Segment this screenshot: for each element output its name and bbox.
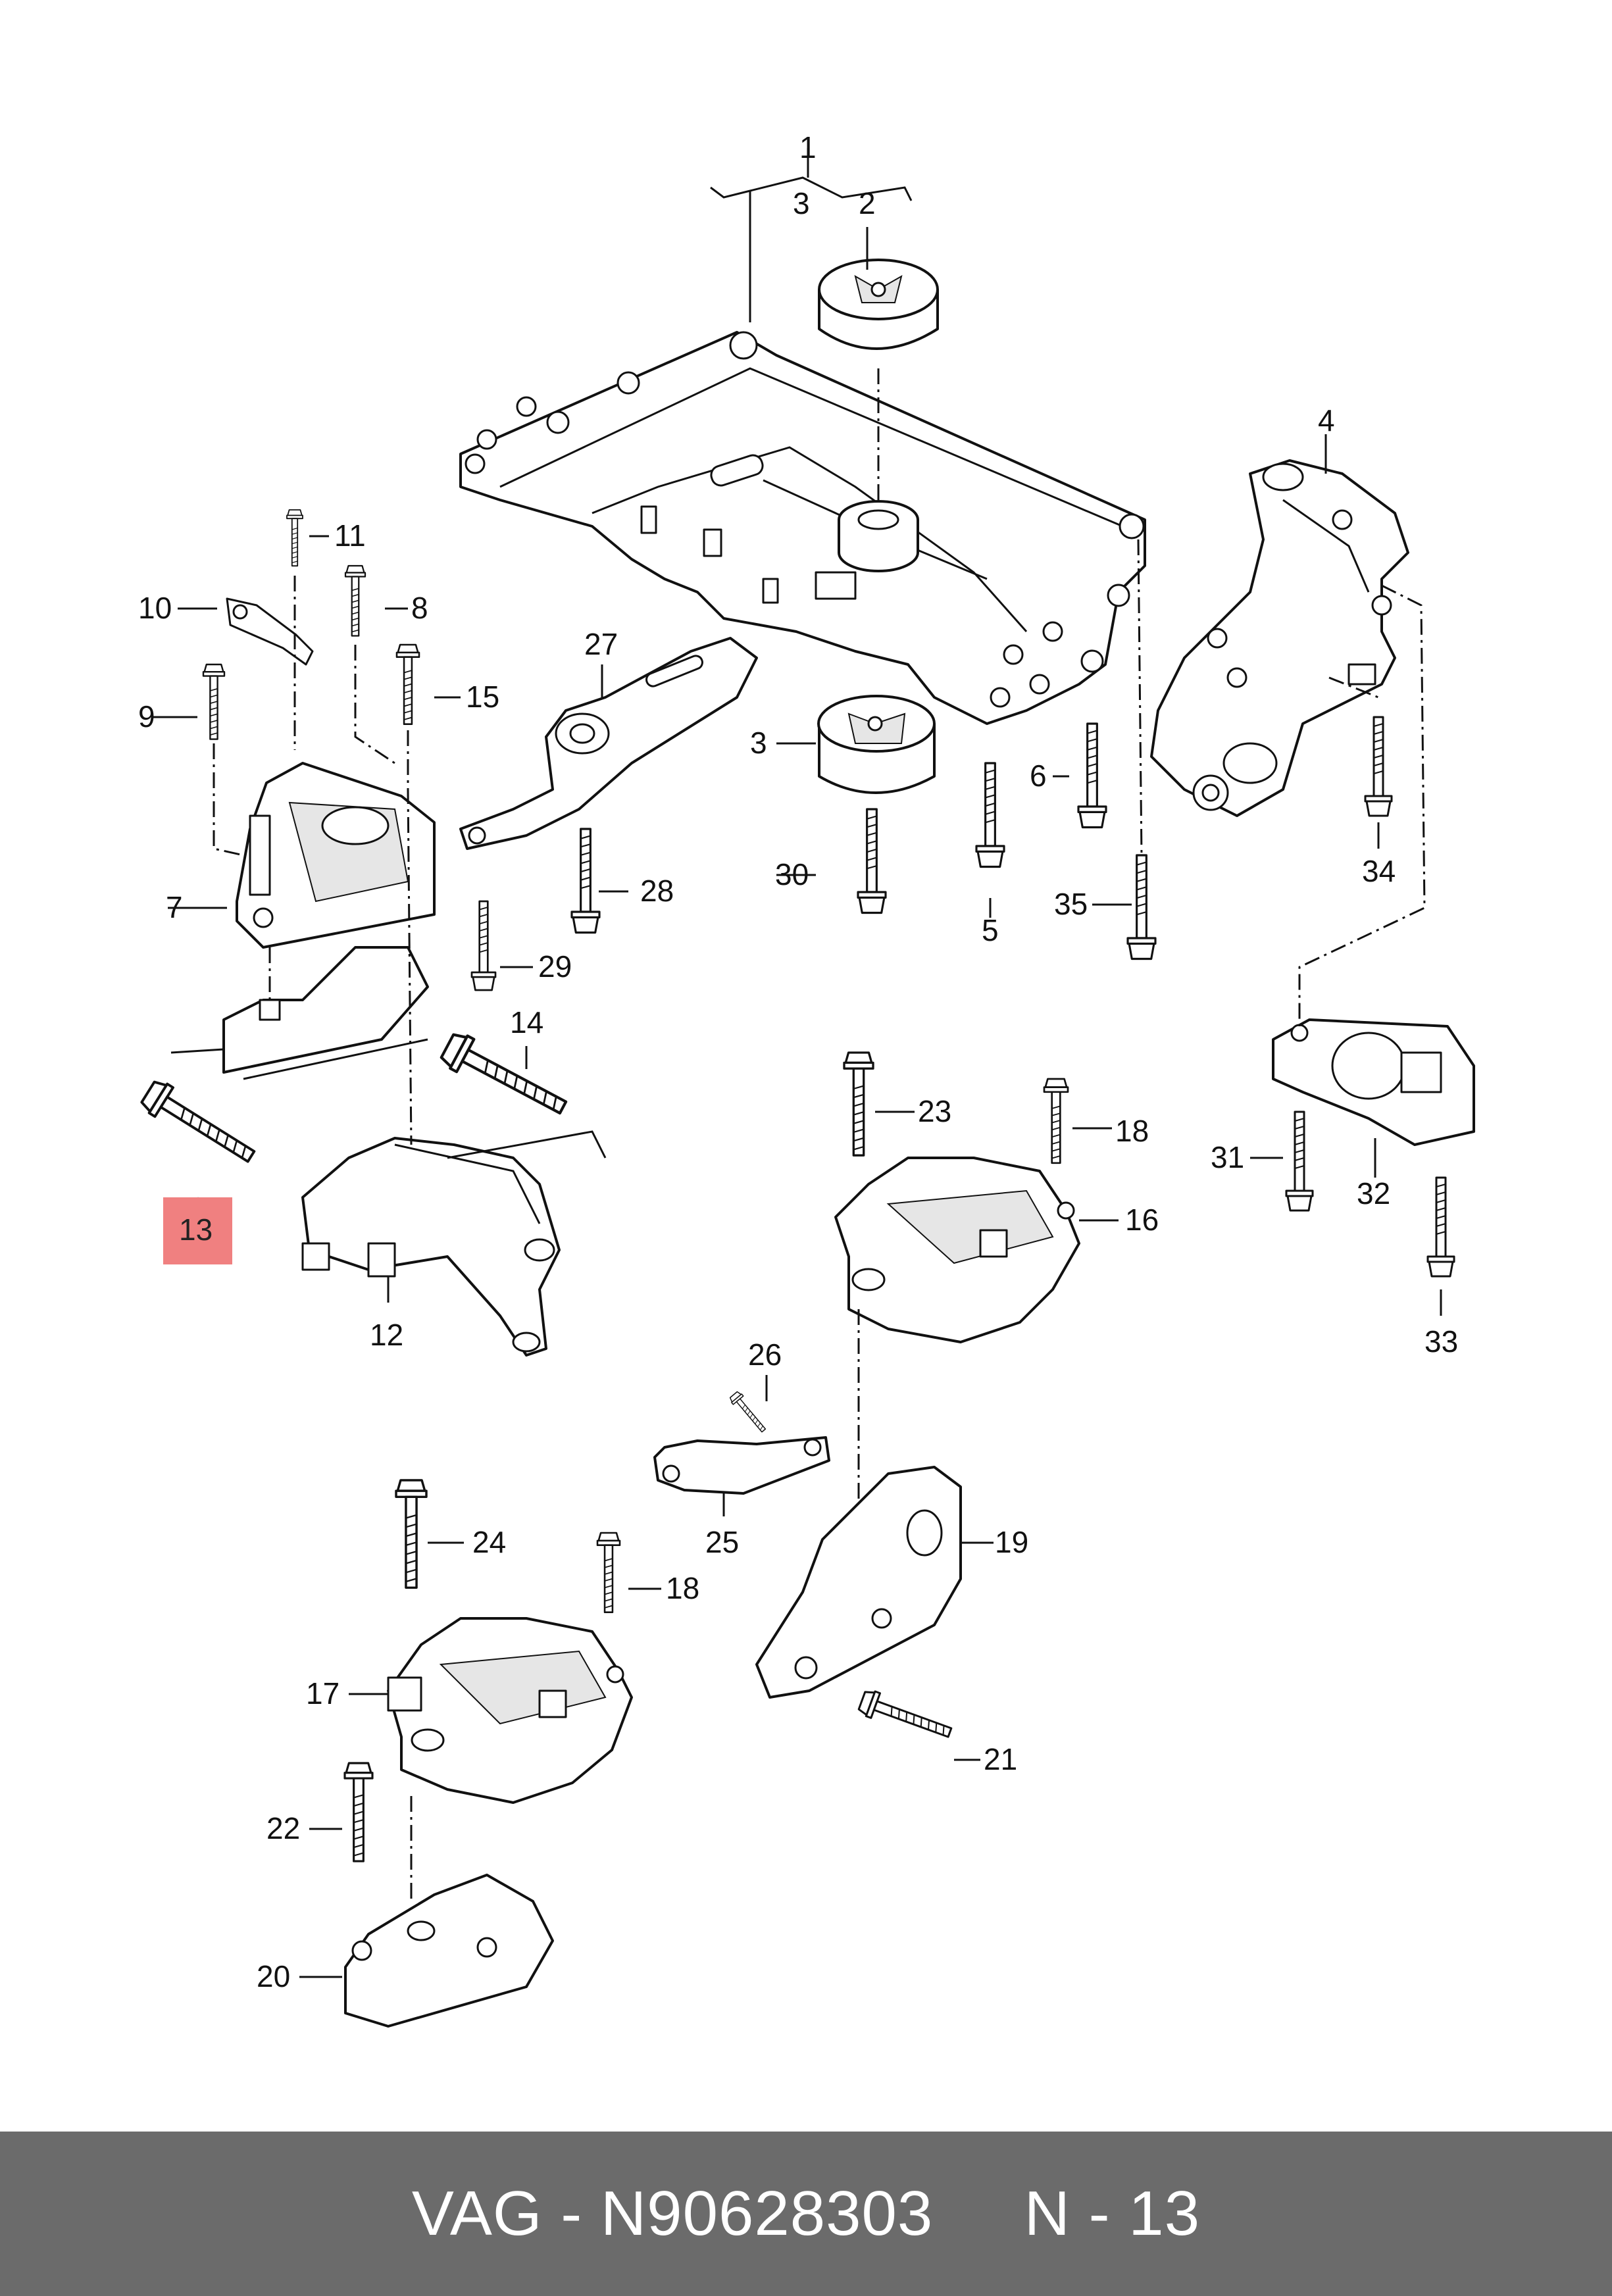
label-31: 31 bbox=[1211, 1140, 1244, 1174]
label-12: 12 bbox=[370, 1318, 403, 1352]
bolt-14 bbox=[439, 1030, 572, 1124]
bracket-19-part bbox=[755, 1466, 962, 1699]
bolt-28 bbox=[570, 828, 601, 934]
engine-mount-7-part bbox=[236, 762, 436, 949]
bracket-4-part bbox=[1150, 459, 1409, 817]
bush-2-part bbox=[818, 259, 939, 350]
label-23: 23 bbox=[918, 1094, 951, 1128]
bolt-35 bbox=[1126, 854, 1157, 961]
subframe-part bbox=[459, 331, 1146, 725]
label-29: 29 bbox=[538, 949, 572, 984]
label-14: 14 bbox=[510, 1005, 543, 1039]
bracket-20-part bbox=[344, 1874, 554, 2028]
bolt-22 bbox=[343, 1762, 374, 1862]
label-5: 5 bbox=[982, 913, 999, 947]
label-13-highlighted: 13 bbox=[179, 1212, 213, 1247]
bolt-23 bbox=[843, 1051, 874, 1157]
label-33: 33 bbox=[1424, 1324, 1458, 1359]
bolt-8 bbox=[344, 564, 366, 637]
label-30: 30 bbox=[775, 857, 809, 891]
bolt-33 bbox=[1426, 1176, 1455, 1278]
bolt-21 bbox=[856, 1687, 955, 1746]
label-11: 11 bbox=[334, 518, 366, 553]
footer-bar: VAG - N90628303 N - 13 bbox=[0, 2132, 1612, 2296]
highlight-box-13 bbox=[163, 1197, 232, 1264]
label-3-top: 3 bbox=[793, 186, 810, 220]
label-21: 21 bbox=[984, 1742, 1017, 1776]
label-20: 20 bbox=[257, 1959, 290, 1993]
bolt-31 bbox=[1285, 1111, 1314, 1212]
label-34: 34 bbox=[1362, 854, 1396, 888]
bolt-9 bbox=[202, 663, 226, 740]
bush-3-part bbox=[817, 695, 936, 794]
label-9: 9 bbox=[138, 699, 155, 734]
bracket-10 bbox=[226, 597, 314, 666]
label-7: 7 bbox=[166, 890, 183, 924]
bolt-24 bbox=[395, 1479, 428, 1589]
bolt-29 bbox=[470, 900, 497, 991]
label-17: 17 bbox=[306, 1676, 340, 1710]
label-2: 2 bbox=[859, 186, 876, 220]
label-35: 35 bbox=[1054, 887, 1088, 921]
bolt-26 bbox=[728, 1389, 770, 1435]
label-16: 16 bbox=[1125, 1203, 1159, 1237]
label-10: 10 bbox=[138, 591, 172, 625]
bolt-5 bbox=[975, 762, 1005, 868]
label-8: 8 bbox=[411, 591, 428, 625]
bolt-18b bbox=[596, 1532, 621, 1613]
label-24: 24 bbox=[472, 1525, 506, 1559]
bolt-13-highlighted bbox=[138, 1076, 262, 1172]
label-28: 28 bbox=[640, 874, 674, 908]
body-member-part bbox=[170, 946, 429, 1080]
part-labels: 1 3 2 4 11 8 10 9 15 27 7 28 29 3 30 6 5… bbox=[138, 130, 1458, 1993]
torque-strut-27-part bbox=[459, 637, 758, 850]
label-18-upper: 18 bbox=[1115, 1114, 1149, 1148]
label-6: 6 bbox=[1030, 759, 1047, 793]
gearbox-mount-12-part bbox=[301, 1130, 607, 1357]
bracket-32-part bbox=[1272, 1018, 1475, 1146]
label-19: 19 bbox=[995, 1525, 1028, 1559]
label-27: 27 bbox=[584, 627, 618, 661]
bolt-34 bbox=[1364, 716, 1393, 817]
label-1: 1 bbox=[799, 130, 817, 164]
leader-lines bbox=[151, 148, 1442, 1978]
label-32: 32 bbox=[1357, 1176, 1390, 1210]
part-number-caption: VAG - N90628303 N - 13 bbox=[411, 2178, 1201, 2249]
label-26: 26 bbox=[748, 1337, 782, 1372]
exploded-parts-diagram: 1 3 2 4 11 8 10 9 15 27 7 28 29 3 30 6 5… bbox=[138, 130, 1475, 2028]
bolt-15 bbox=[395, 643, 420, 725]
assembly-lines bbox=[213, 368, 1426, 1901]
label-25: 25 bbox=[705, 1525, 739, 1559]
bolt-30 bbox=[857, 808, 887, 914]
label-4: 4 bbox=[1318, 403, 1335, 437]
gearbox-mount-16-part bbox=[834, 1157, 1080, 1343]
bolt-6 bbox=[1077, 722, 1107, 829]
gearbox-mount-17-part bbox=[387, 1617, 633, 1804]
label-3-lower: 3 bbox=[750, 726, 767, 760]
link-25-part bbox=[653, 1436, 830, 1495]
label-15: 15 bbox=[466, 680, 499, 714]
bolt-11 bbox=[286, 509, 303, 567]
bolt-18a bbox=[1043, 1078, 1069, 1164]
label-22: 22 bbox=[266, 1811, 300, 1845]
label-18-lower: 18 bbox=[666, 1571, 699, 1605]
